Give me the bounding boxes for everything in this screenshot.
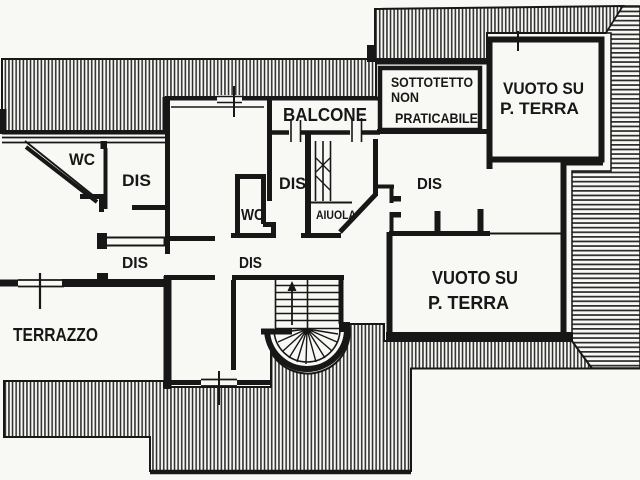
- svg-text:DIS: DIS: [239, 255, 262, 272]
- svg-text:PRATICABILE: PRATICABILE: [395, 110, 478, 126]
- svg-text:DIS: DIS: [417, 176, 442, 193]
- svg-text:BALCONE: BALCONE: [283, 105, 367, 125]
- svg-text:P. TERRA: P. TERRA: [500, 99, 579, 118]
- svg-text:DIS: DIS: [279, 174, 306, 193]
- svg-text:WC: WC: [69, 150, 95, 169]
- svg-text:TERRAZZO: TERRAZZO: [13, 325, 98, 345]
- svg-text:VUOTO SU: VUOTO SU: [432, 267, 518, 288]
- svg-text:DIS: DIS: [122, 171, 151, 190]
- svg-text:WC: WC: [241, 207, 264, 224]
- svg-text:P. TERRA: P. TERRA: [428, 292, 509, 313]
- svg-text:DIS: DIS: [122, 255, 148, 272]
- svg-text:NON: NON: [391, 89, 419, 105]
- svg-text:SOTTOTETTO: SOTTOTETTO: [391, 74, 473, 90]
- svg-text:AIUOLA: AIUOLA: [316, 210, 356, 222]
- svg-text:VUOTO SU: VUOTO SU: [503, 79, 584, 98]
